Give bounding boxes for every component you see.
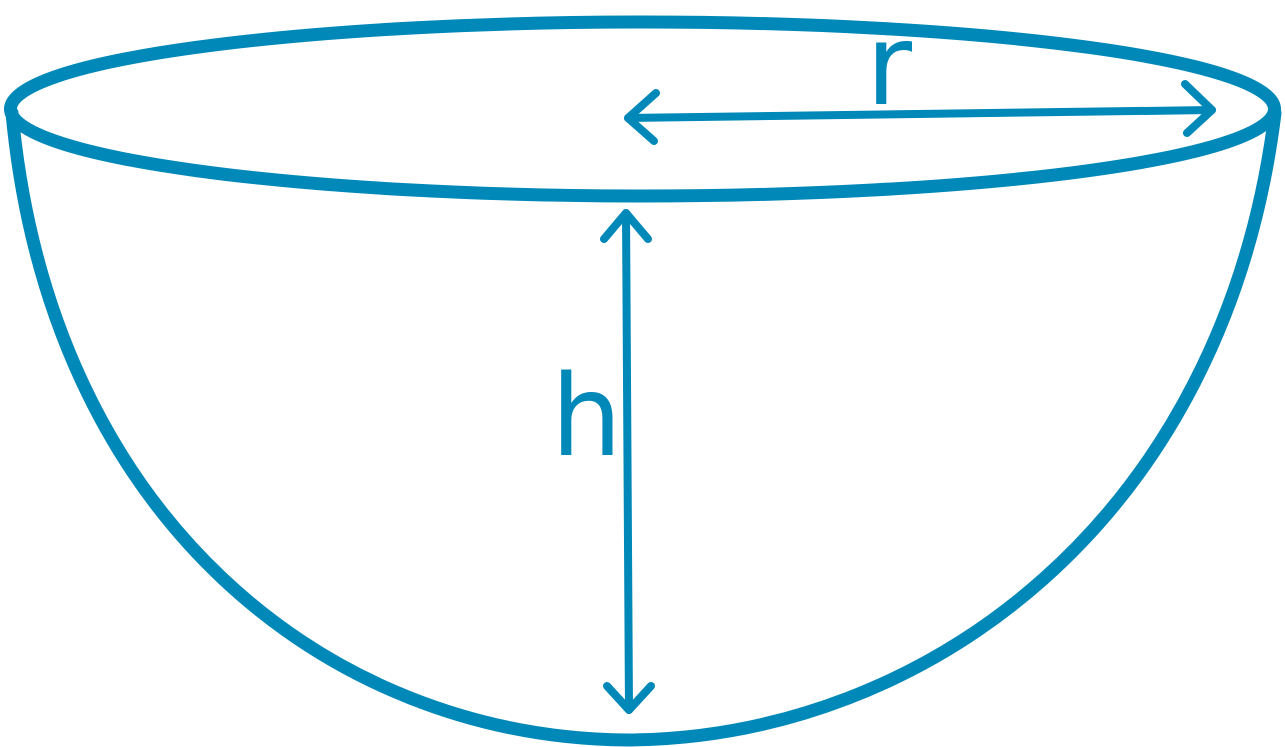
height-arrow bbox=[600, 209, 655, 714]
radius-label: r bbox=[866, 1, 913, 131]
radius-arrow-right-head bbox=[1181, 80, 1216, 137]
radius-arrow bbox=[624, 80, 1216, 145]
height-arrow-top-head bbox=[600, 209, 652, 243]
height-label: h bbox=[551, 352, 622, 482]
radius-arrow-shaft bbox=[624, 106, 1216, 122]
height-arrow-shaft bbox=[622, 209, 633, 714]
height-arrow-bottom-head bbox=[603, 682, 655, 714]
hemisphere-bowl-outline bbox=[5, 106, 1282, 747]
hemisphere-rim-ellipse bbox=[4, 15, 1281, 203]
radius-arrow-left-head bbox=[624, 89, 660, 145]
